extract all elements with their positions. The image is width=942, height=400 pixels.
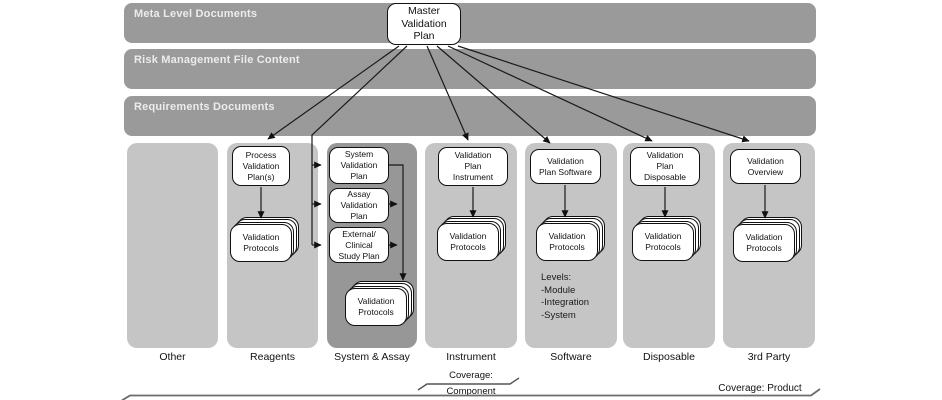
column-label-reagents: Reagents [250,351,295,363]
protocols-stack-reagents: Validation Protocols [230,217,299,262]
protocols-stack-third-party: Validation Protocols [733,217,802,262]
protocols-stack-software: Validation Protocols [536,216,605,261]
coverage-component-scope: Component [446,386,496,397]
column-label-disposable: Disposable [643,351,695,363]
plan-box-validation-overview: Validation Overview [730,149,801,184]
band-requirements-label: Requirements Documents [134,101,275,113]
plan-box-external-clinical-study: External/ Clinical Study Plan [329,227,389,263]
protocols-stack-disposable: Validation Protocols [632,216,701,261]
band-meta-level-documents: Meta Level Documents [124,3,816,43]
band-risk-management-file: Risk Management File Content [124,49,816,89]
column-other [127,143,218,348]
coverage-component-title: Coverage: [449,370,493,381]
column-label-other: Other [159,351,186,363]
protocols-stack-system-assay: Validation Protocols [345,281,414,326]
protocol-card-front: Validation Protocols [437,223,499,261]
coverage-product-label: Coverage: Product [718,383,802,394]
plan-box-validation-plan-disposable: Validation Plan Disposable [630,147,700,186]
protocol-card-front: Validation Protocols [536,223,598,261]
plan-box-system-validation: System Validation Plan [329,147,389,184]
protocol-card-front: Validation Protocols [733,224,795,262]
plan-box-assay-validation: Assay Validation Plan [329,188,389,223]
master-validation-plan-box: Master Validation Plan [387,3,461,45]
protocol-card-front: Validation Protocols [230,224,292,262]
plan-box-validation-plan-software: Validation Plan Software [530,149,601,184]
band-risk-management-label: Risk Management File Content [134,54,300,66]
band-requirements-documents: Requirements Documents [124,96,816,136]
column-label-software: Software [550,351,592,363]
protocol-card-front: Validation Protocols [345,288,407,326]
column-label-system-assay: System & Assay [334,351,410,363]
band-meta-level-label: Meta Level Documents [134,8,258,20]
protocol-card-front: Validation Protocols [632,223,694,261]
software-levels-note: Levels: -Module -Integration -System [541,272,590,321]
plan-box-validation-plan-instrument: Validation Plan Instrument [438,147,508,186]
column-label-instrument: Instrument [446,351,496,363]
protocols-stack-instrument: Validation Protocols [437,216,506,261]
column-label-third-party: 3rd Party [747,351,791,363]
plan-box-process-validation: Process Validation Plan(s) [232,146,290,186]
